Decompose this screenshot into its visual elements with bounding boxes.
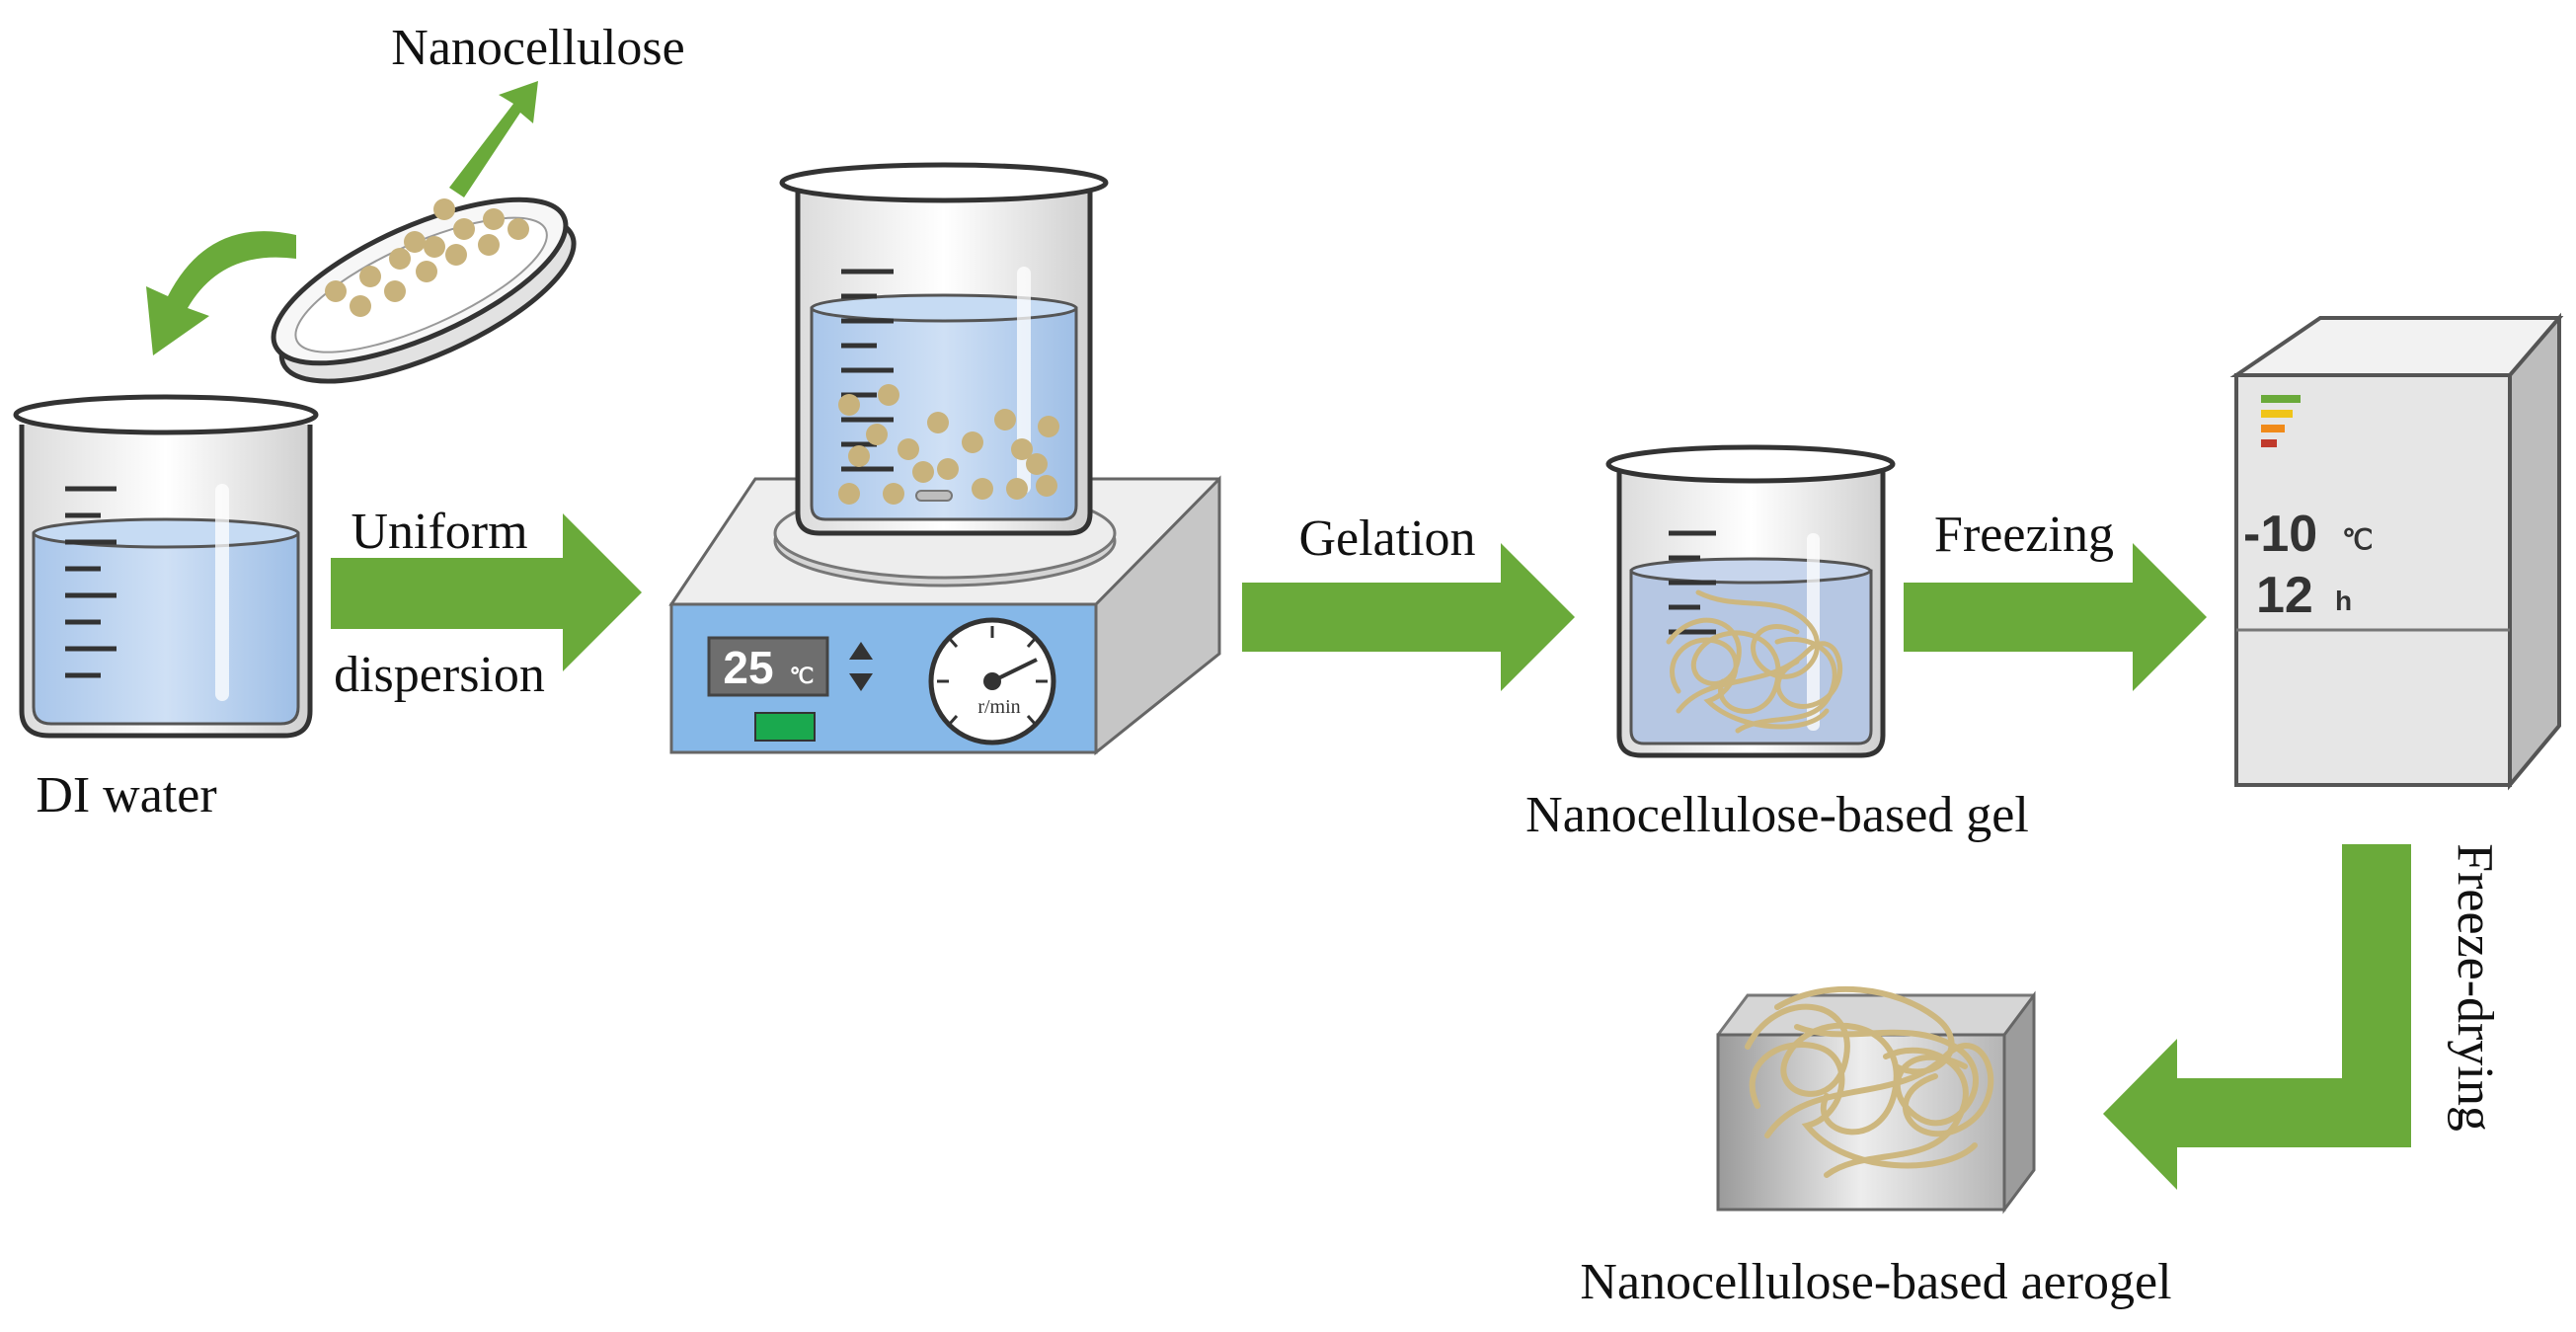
stirring-beaker xyxy=(779,162,1109,536)
dispersion-label: dispersion xyxy=(334,647,545,703)
freezer-temperature-unit: ℃ xyxy=(2342,524,2373,555)
di-water-label: DI water xyxy=(36,767,216,823)
freeze-drying-label: Freeze-drying xyxy=(2447,843,2503,1132)
gelation-label: Gelation xyxy=(1298,510,1475,567)
arrow-freezing xyxy=(1904,543,2207,691)
aerogel-fiber-network xyxy=(1745,985,1994,1178)
uniform-label: Uniform xyxy=(351,504,527,560)
freezer-time: 12 xyxy=(2256,567,2313,624)
freezer-level-indicator xyxy=(2261,395,2301,447)
temperature-display xyxy=(707,636,829,697)
speed-dial[interactable]: r/min xyxy=(928,617,1056,745)
nanocellulose-label: Nanocellulose xyxy=(391,20,684,76)
freezer-temperature: -10 xyxy=(2243,506,2317,563)
pour-arrow xyxy=(146,81,538,355)
freezer-time-unit: h xyxy=(2335,586,2352,616)
arrow-freeze-drying xyxy=(2103,844,2411,1190)
stirrer-temperature-unit: ℃ xyxy=(790,664,815,688)
nanocellulose-particles xyxy=(325,198,529,317)
speed-unit: r/min xyxy=(977,696,1020,718)
beaker-graduation xyxy=(65,486,117,678)
freezing-label: Freezing xyxy=(1934,507,2114,563)
aerogel-label: Nanocellulose-based aerogel xyxy=(1580,1254,2171,1310)
gel-label: Nanocellulose-based gel xyxy=(1525,787,2029,843)
dispersed-particles xyxy=(838,384,1059,505)
petri-dish xyxy=(271,196,577,384)
di-water-beaker xyxy=(13,394,319,739)
freezer: -10 ℃ 12 h xyxy=(2229,312,2564,791)
aerogel-container xyxy=(1716,985,2036,1214)
arrow-uniform-dispersion xyxy=(331,513,642,671)
power-button[interactable] xyxy=(754,712,816,742)
down-arrow-icon xyxy=(849,673,873,691)
gel-beaker xyxy=(1605,444,1896,758)
arrow-gelation xyxy=(1242,543,1575,691)
gel-fiber-network xyxy=(1666,589,1843,734)
stirrer-temperature: 25 xyxy=(723,642,773,693)
up-arrow-icon xyxy=(849,642,873,660)
stir-bar xyxy=(915,490,953,502)
